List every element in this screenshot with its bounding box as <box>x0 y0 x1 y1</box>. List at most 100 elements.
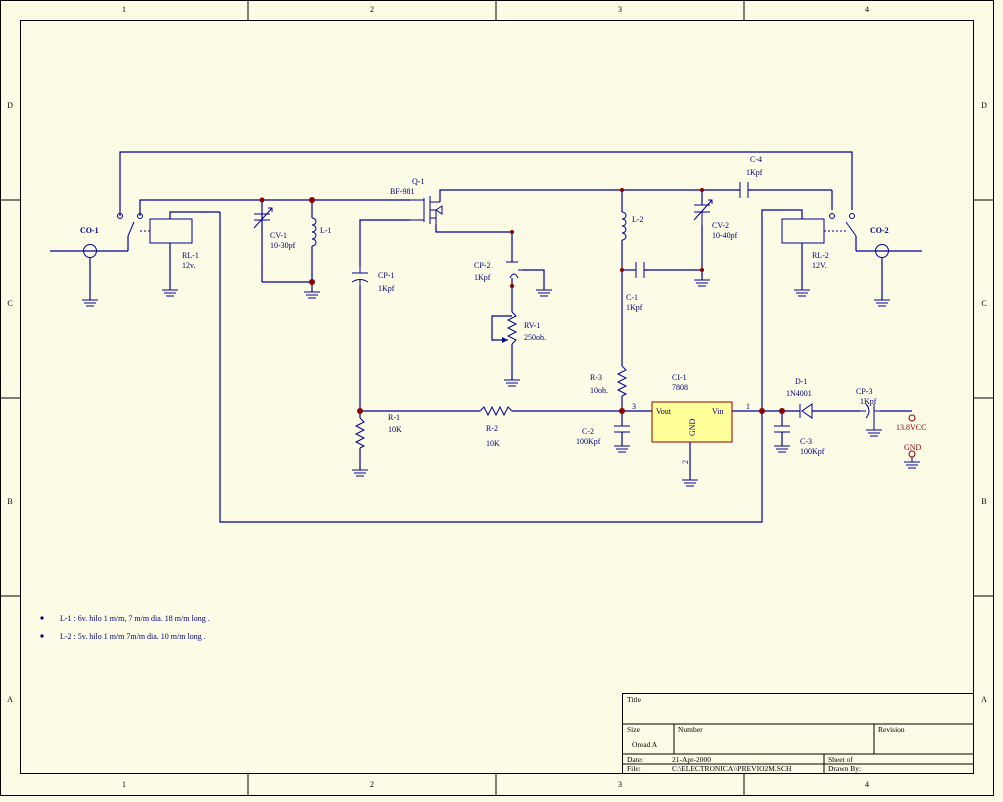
label-rl1-value: 12v. <box>182 261 195 270</box>
label-r1-ref: R-1 <box>388 413 400 422</box>
note-bullet-2 <box>40 634 44 638</box>
relay-rl2-contact-nc <box>849 213 855 219</box>
gnd-terminal-ground <box>904 457 920 469</box>
label-l1: L-1 <box>320 226 332 235</box>
label-c1-value: 1Kpf <box>626 303 643 312</box>
potentiometer-rv1 <box>506 311 518 345</box>
capacitor-c3 <box>774 425 790 433</box>
note-bullet-1 <box>40 616 44 620</box>
label-r2-ref: R-2 <box>486 424 498 433</box>
vcc-terminal <box>908 414 916 422</box>
label-cp2-ref: CP-2 <box>474 261 490 270</box>
diode-d1 <box>799 403 813 419</box>
label-ci1-value: 7808 <box>672 383 688 392</box>
row-label-left-c: C <box>7 299 12 308</box>
label-ci1-vin: Vin <box>712 407 724 416</box>
label-cv2-ref: CV-2 <box>712 221 729 230</box>
label-c4-ref: C-4 <box>750 155 762 164</box>
trimmer-cv1 <box>253 207 273 229</box>
potentiometer-rv1-wiper <box>502 337 508 343</box>
title-block <box>622 693 974 774</box>
label-c3-value: 100Kpf <box>800 447 825 456</box>
label-ci1-vout: Vout <box>656 407 672 416</box>
label-l2: L-2 <box>632 215 644 224</box>
col-label-bottom-4: 4 <box>865 780 869 789</box>
label-vcc: 13.8VCC <box>896 423 926 432</box>
row-label-right-d: D <box>981 101 987 110</box>
inductor-l2 <box>621 211 627 241</box>
inductor-l1 <box>311 217 317 247</box>
resistor-r2 <box>479 405 513 417</box>
label-r1-value: 10K <box>388 425 402 434</box>
regulator-ci1-body <box>651 401 733 443</box>
label-c1-ref: C-1 <box>626 293 638 302</box>
label-cv1-value: 10-30pf <box>270 241 296 250</box>
label-ci1-pin3: 3 <box>632 402 636 411</box>
revision-label: Revision <box>878 725 905 734</box>
title-label: Title <box>627 695 642 704</box>
label-r3-ref: R-3 <box>590 373 602 382</box>
row-label-left-d: D <box>7 101 13 110</box>
label-ci1-pin1: 1 <box>746 402 750 411</box>
row-label-right-a: A <box>981 695 987 704</box>
resistor-r3 <box>616 365 628 397</box>
label-co2: CO-2 <box>870 226 889 235</box>
label-cv2-value: 10-40pf <box>712 231 738 240</box>
label-rl2-ref: RL-2 <box>812 251 829 260</box>
label-q1-value: BF-981 <box>390 187 414 196</box>
date-value: 21-Apr-2000 <box>672 755 711 764</box>
file-value: C:\ELECTRONICA\\PREVIO2M.SCH <box>672 764 792 773</box>
row-label-left-b: B <box>7 497 12 506</box>
file-label: File: <box>627 764 641 773</box>
label-q1-ref: Q-1 <box>412 177 424 186</box>
capacitor-c1 <box>635 262 645 278</box>
label-ci1-gnd: GND <box>688 418 697 436</box>
label-cp3-value: 1Kpf <box>860 397 877 406</box>
capacitor-cp3 <box>860 403 882 437</box>
label-rv1-value: 250oh. <box>524 333 546 342</box>
label-cp2-value: 1Kpf <box>474 273 491 282</box>
label-ci1-ref: CI-1 <box>672 373 687 382</box>
relay-rl1-contact-no <box>137 213 143 219</box>
row-label-right-b: B <box>981 497 986 506</box>
col-label-bottom-1: 1 <box>122 780 126 789</box>
label-cp1-ref: CP-1 <box>378 271 394 280</box>
relay-rl2-switch-arm <box>845 221 857 237</box>
col-label-top-3: 3 <box>618 5 622 14</box>
label-c3-ref: C-3 <box>800 437 812 446</box>
sheet-label: Sheet of <box>828 755 853 764</box>
date-label: Date: <box>627 755 643 764</box>
size-value: Oread A <box>632 740 658 749</box>
row-label-left-a: A <box>7 695 13 704</box>
mosfet-q1 <box>410 196 443 224</box>
resistor-r1 <box>354 417 366 449</box>
label-c4-value: 1Kpf <box>746 168 763 177</box>
col-label-bottom-2: 2 <box>370 780 374 789</box>
capacitor-c4 <box>739 182 749 198</box>
capacitor-c2 <box>614 425 630 433</box>
label-cp3-ref: CP-3 <box>856 387 872 396</box>
col-label-bottom-3: 3 <box>618 780 622 789</box>
label-cp1-value: 1Kpf <box>378 284 395 293</box>
number-label: Number <box>678 725 703 734</box>
relay-rl1-contact-nc <box>117 213 123 219</box>
relay-rl2-contact-no <box>829 213 835 219</box>
capacitor-cp2 <box>506 261 522 279</box>
label-d1-value: 1N4001 <box>786 389 812 398</box>
label-cv1-ref: CV-1 <box>270 231 287 240</box>
label-rv1-ref: RV-1 <box>524 321 540 330</box>
label-gnd: GND <box>904 443 922 452</box>
label-r2-value: 10K <box>486 439 500 448</box>
relay-rl1-switch-arm <box>127 221 135 237</box>
capacitor-cp1 <box>351 266 369 286</box>
wires <box>50 151 922 523</box>
note-1: L-1 : 6v. hilo 1 m/m, 7 m/m dia. 18 m/m … <box>60 614 210 623</box>
col-label-top-2: 2 <box>370 5 374 14</box>
ground-symbols <box>82 279 890 487</box>
label-ci1-pin2: 2 <box>681 460 690 464</box>
label-d1-ref: D-1 <box>795 377 807 386</box>
label-c2-value: 100Kpf <box>576 437 601 446</box>
